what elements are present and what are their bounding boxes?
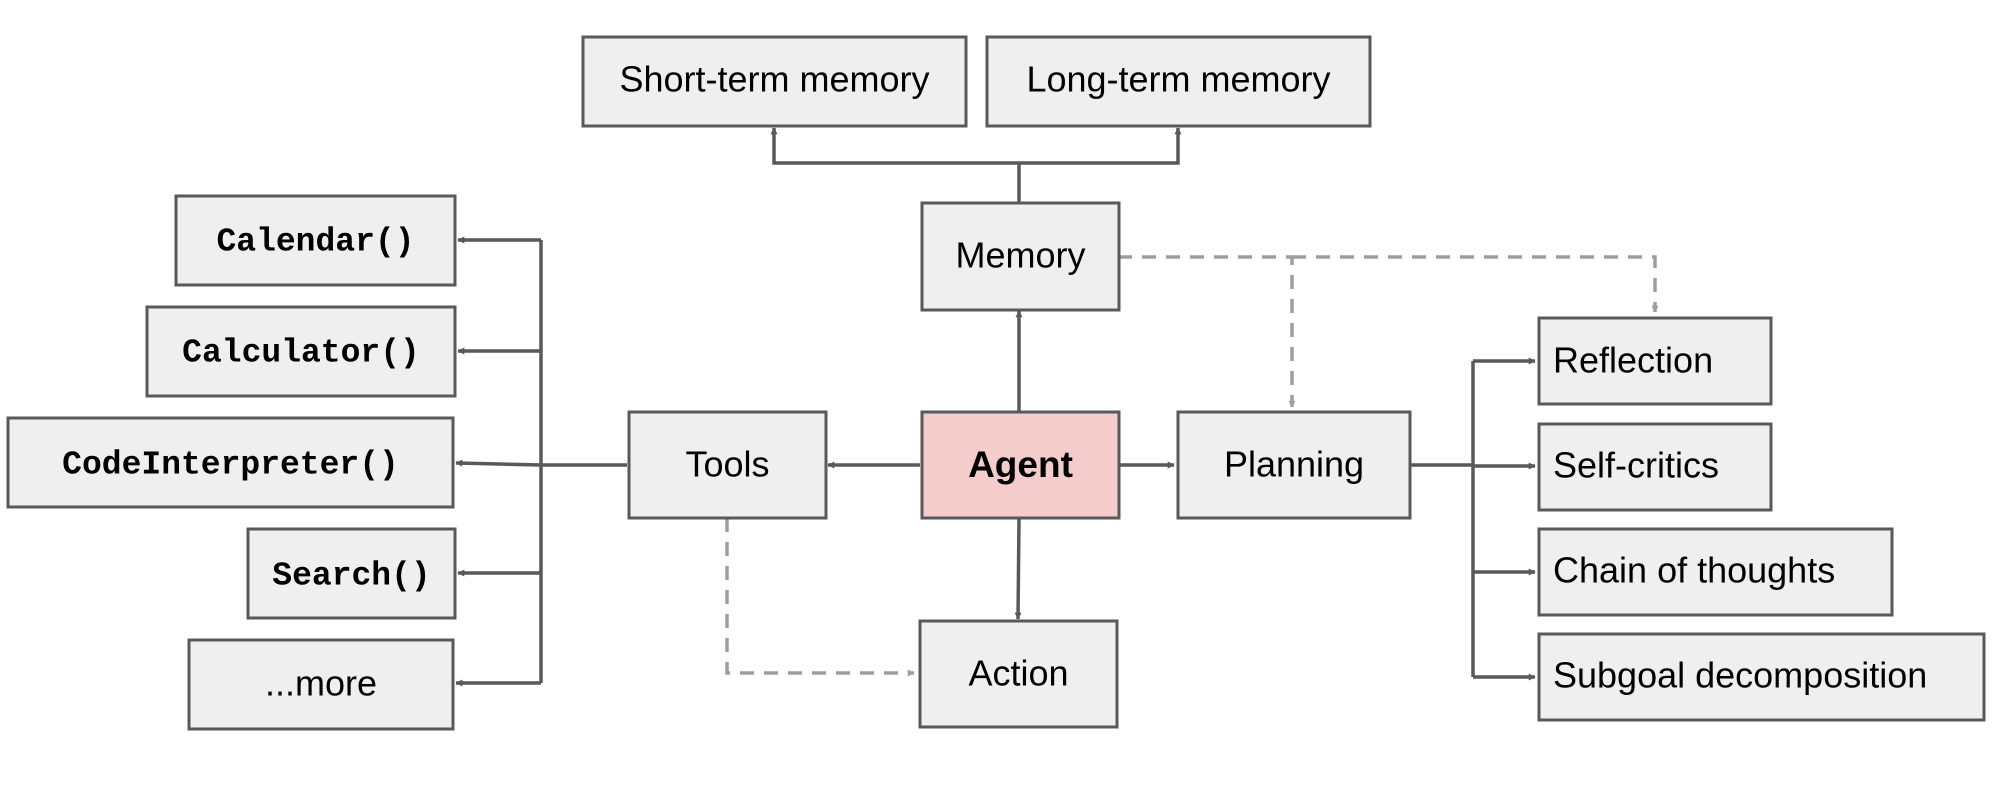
node-subgoal-decomposition-label: Subgoal decomposition (1553, 655, 1927, 696)
node-calculator-label: Calculator() (182, 335, 420, 372)
node-code-interpreter: CodeInterpreter() (6, 416, 455, 509)
edge-memory-to-reflection-dashed (1292, 255, 1659, 313)
edge-memory-to-short-term (770, 127, 1019, 165)
node-long-term-memory-label: Long-term memory (1026, 59, 1330, 100)
edges (455, 127, 1659, 687)
node-agent-label: Agent (968, 444, 1073, 485)
node-calculator: Calculator() (145, 305, 457, 398)
node-chain-of-thoughts-label: Chain of thoughts (1553, 550, 1835, 591)
node-calendar: Calendar() (174, 194, 457, 287)
node-reflection: Reflection (1537, 316, 1773, 406)
node-subgoal-decomposition: Subgoal decomposition (1537, 632, 1986, 722)
node-memory-label: Memory (955, 235, 1085, 276)
node-action: Action (918, 619, 1119, 729)
node-agent: Agent (920, 410, 1121, 520)
node-action-label: Action (968, 653, 1068, 694)
node-more-label: ...more (265, 663, 377, 704)
node-short-term-memory-label: Short-term memory (619, 59, 929, 100)
node-tools-label: Tools (685, 444, 769, 485)
node-code-interpreter-label: CodeInterpreter() (62, 447, 399, 484)
node-planning: Planning (1176, 410, 1412, 520)
edge-tools-to-action-dashed (725, 518, 915, 677)
edge-tools-to-code-interpreter (455, 459, 542, 467)
node-chain-of-thoughts: Chain of thoughts (1537, 527, 1894, 617)
edge-memory-to-planning-dashed (1118, 255, 1296, 408)
node-more: ...more (187, 638, 455, 731)
edge-memory-to-long-term (1019, 127, 1182, 165)
node-long-term-memory: Long-term memory (985, 35, 1372, 128)
node-search-label: Search() (272, 558, 430, 595)
edge-agent-to-action (1014, 517, 1022, 620)
node-self-critics-label: Self-critics (1553, 445, 1719, 486)
node-tools: Tools (627, 410, 828, 520)
node-search: Search() (246, 527, 457, 620)
node-short-term-memory: Short-term memory (581, 35, 968, 128)
node-planning-label: Planning (1224, 444, 1364, 485)
node-self-critics: Self-critics (1537, 422, 1773, 512)
node-reflection-label: Reflection (1553, 340, 1713, 381)
node-calendar-label: Calendar() (216, 224, 414, 261)
node-memory: Memory (920, 201, 1121, 312)
